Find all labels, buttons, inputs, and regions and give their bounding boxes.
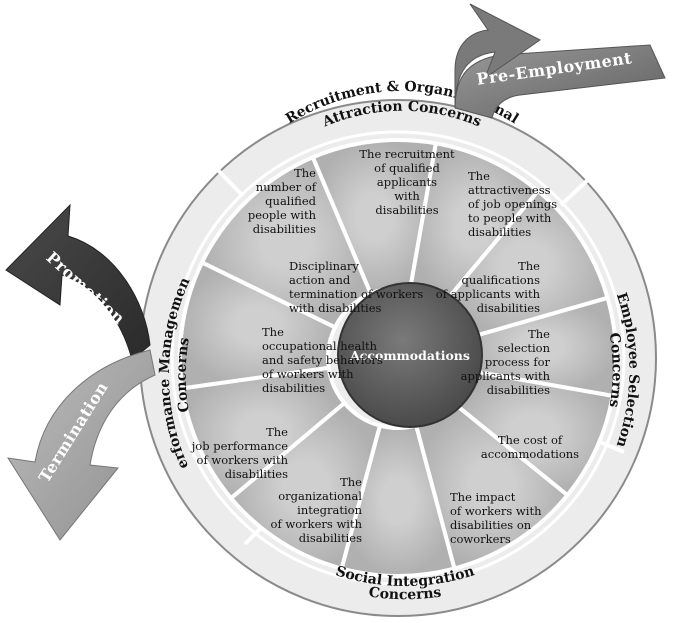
wedge-label-line: qualified (265, 194, 316, 208)
wedge-label-line: The (528, 327, 550, 341)
wedge-label-line: accommodations (481, 447, 579, 461)
wedge-label-line: coworkers (450, 532, 511, 546)
wedge-label-line: The (294, 166, 316, 180)
wedge-label-line: of workers with (197, 453, 289, 467)
wedge-label-line: organizational (278, 489, 362, 503)
wedge-label-line: applicants with (461, 369, 551, 383)
outer-ring-inner-edge (170, 130, 626, 586)
ring-label-social-line2: Concerns (368, 584, 443, 603)
wedge-segment (199, 154, 374, 330)
center-label: Accommodations (349, 348, 470, 363)
wedge-segment (179, 365, 348, 501)
wedge-segment (228, 400, 383, 572)
center-circle (337, 282, 483, 428)
wedge-label-line: qualifications (462, 273, 541, 287)
wedge-label-line: attractiveness (468, 183, 551, 197)
wedge-label-line: disabilities (375, 203, 438, 217)
wedge-label-line: of workers with (262, 367, 354, 381)
wedge-label-line: disabilities (468, 225, 531, 239)
wedge-label-line: and safety behaviors (262, 353, 383, 367)
wedge-segment (339, 423, 457, 578)
wedge-label-line: action and (289, 273, 351, 287)
wedge-label-line: disabilities on (450, 518, 532, 532)
wedge-label-line: of workers with (271, 517, 363, 531)
wedge-label-line: The (266, 425, 288, 439)
wedge-label-line: termination of workers (289, 287, 423, 301)
wedge-label-line: The (468, 169, 490, 183)
wedge-label-line: disabilities (477, 301, 540, 315)
wedge-label-line: with disabilities (289, 301, 382, 315)
wedge-label-line: disabilities (253, 222, 316, 236)
wedge-label-line: process for (485, 355, 551, 369)
wedge-label-line: disabilities (225, 467, 288, 481)
wedge-label-line: to people with (468, 211, 552, 225)
wedge-label-line: integration (297, 503, 362, 517)
wedge-label-line: The recruitment (359, 147, 455, 161)
wedge-label-line: of workers with (450, 504, 542, 518)
wedge-label-line: Disciplinary (289, 259, 359, 273)
wedge-label-line: disabilities (299, 531, 362, 545)
promotion-arrow: Promotion (5, 203, 151, 361)
wedge-label-line: job performance (190, 439, 288, 453)
termination-arrow: Termination (6, 349, 156, 541)
wedge-label-line: with (394, 189, 420, 203)
wedge-label-line: people with (248, 208, 317, 222)
pre-employment-arrow: Pre-Employment (454, 3, 666, 119)
wedge-label-line: of job openings (468, 197, 557, 211)
wedge-label-line: of qualified (374, 161, 440, 175)
wedge-label-line: The (262, 325, 284, 339)
wedge-segment (178, 259, 338, 391)
wedge-label-line: disabilities (262, 381, 325, 395)
wedge-label-line: applicants (377, 175, 437, 189)
wedge-label-line: number of (256, 180, 317, 194)
wedge-label-line: The (340, 475, 362, 489)
wedge-segments (178, 138, 618, 578)
wedge-label-line: The impact (450, 490, 516, 504)
wedge-label-line: selection (498, 341, 551, 355)
wedge-label-line: disabilities (487, 383, 550, 397)
wedge-label-line: The (518, 259, 540, 273)
wedge-label-line: occupational health (262, 339, 378, 353)
wedge-label-line: The cost of (498, 433, 563, 447)
wedge-label-line: of applicants with (436, 287, 541, 301)
